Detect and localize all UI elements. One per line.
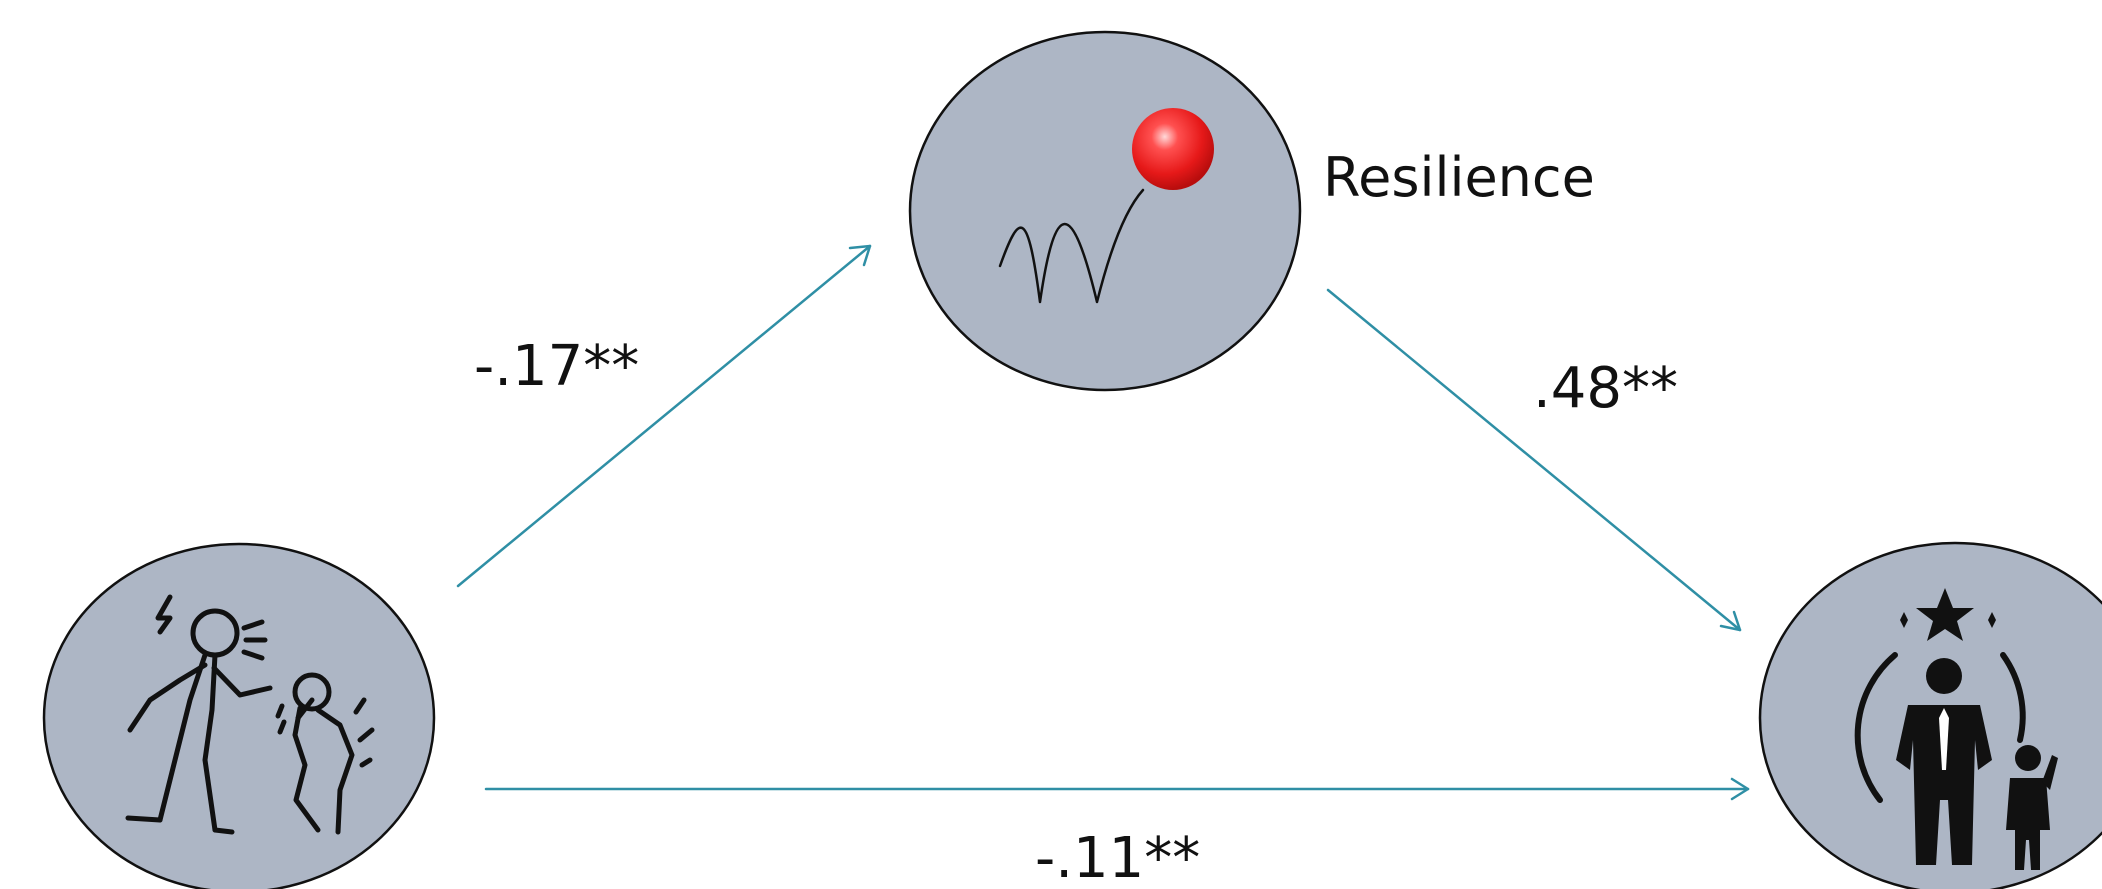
predictor-node xyxy=(42,542,436,889)
path-c-arrow xyxy=(484,777,1750,801)
path-a-arrow xyxy=(456,244,872,588)
mediator-node xyxy=(908,30,1302,392)
outcome-node xyxy=(1758,541,2102,889)
hero-parent-child-icon xyxy=(1854,588,2058,870)
bouncing-ball-icon xyxy=(998,108,1214,304)
path-b-coefficient: .48** xyxy=(1533,356,1679,421)
mediator-label: Resilience xyxy=(1323,146,1595,209)
aggression-bullying-icon xyxy=(125,594,375,835)
path-a-coefficient: -.17** xyxy=(474,334,640,399)
path-c-coefficient: -.11** xyxy=(1035,826,1201,889)
path-b-arrow xyxy=(1326,288,1742,632)
